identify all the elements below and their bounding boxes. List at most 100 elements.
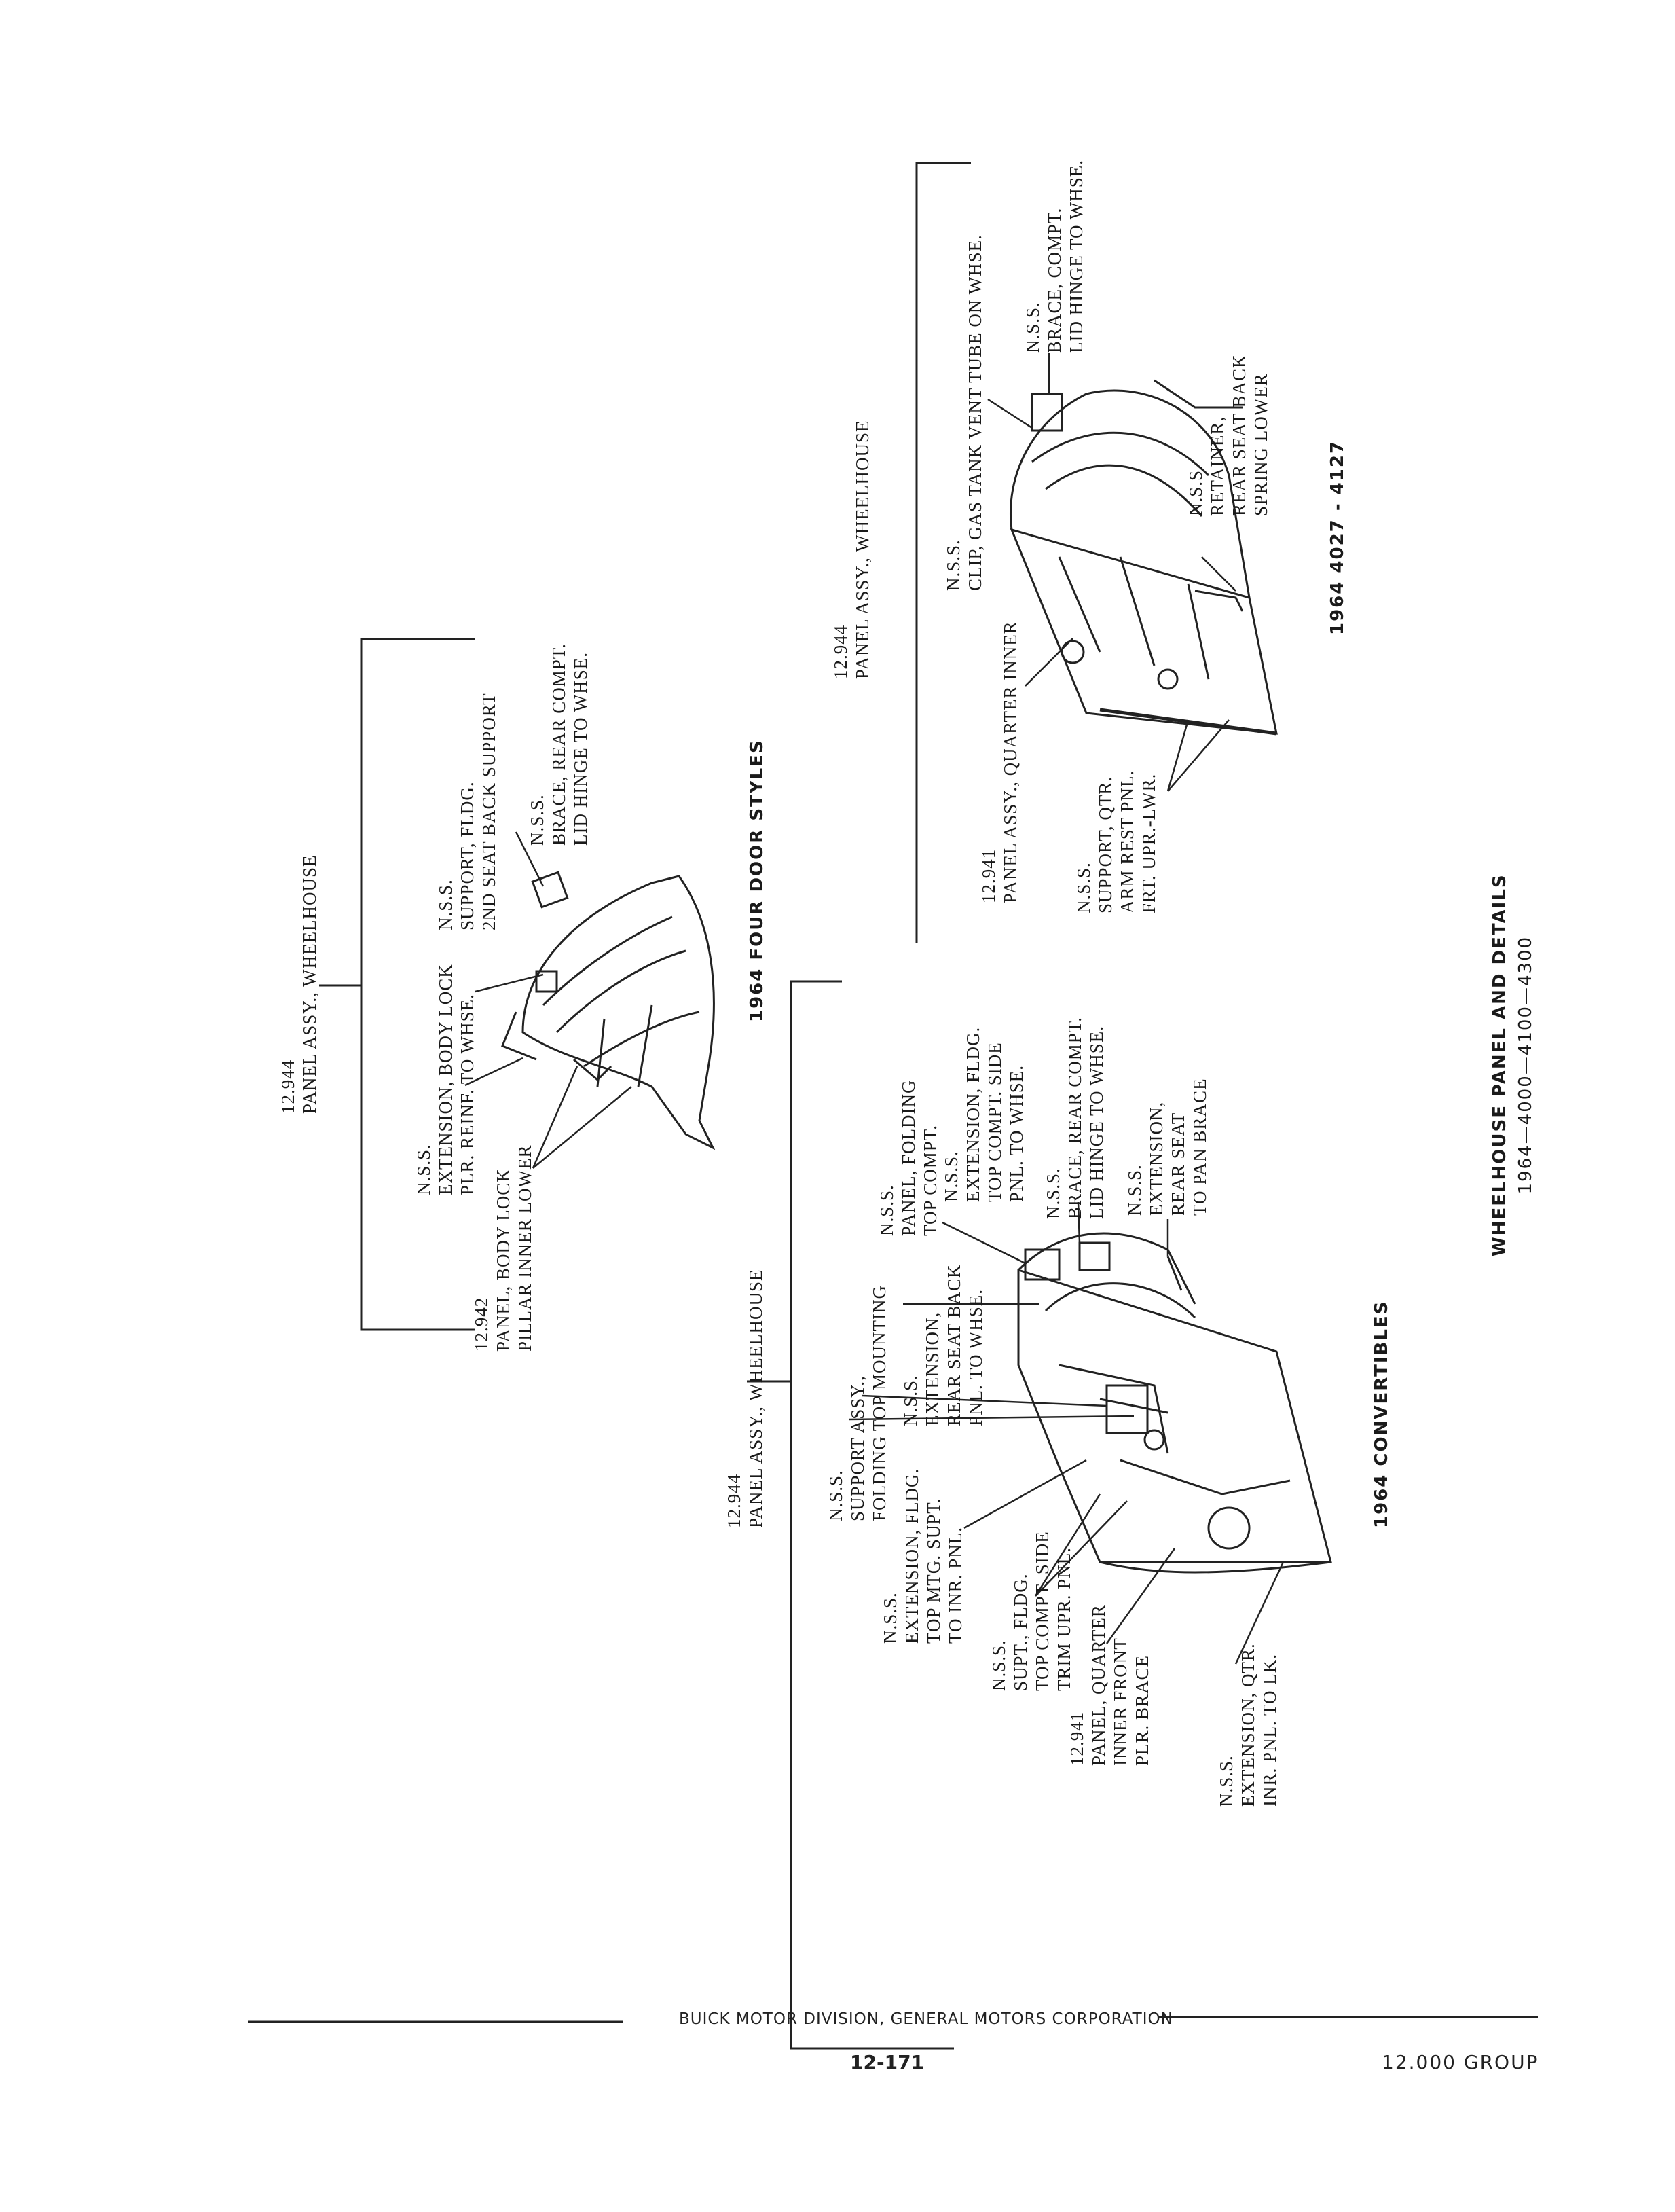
callout-line: N.S.S.	[1185, 465, 1206, 516]
callout-line: PANEL ASSY., WHEELHOUSE	[852, 420, 872, 679]
callout-line: SPRING LOWER	[1251, 373, 1271, 516]
callout-line: N.S.S.	[826, 1470, 846, 1521]
callout-line: N.S.S.	[1073, 862, 1094, 913]
four-door-extension-callout: N.S.S. EXTENSION, BODY LOCK PLR. REINF. …	[413, 964, 478, 1195]
convertible-leaders	[848, 1201, 1285, 1665]
convertible-supt-trim-callout: N.S.S. SUPT., FLDG. TOP COMPT. SIDE TRIM…	[988, 1531, 1075, 1691]
callout-line: PANEL ASSY., WHEELHOUSE	[746, 1269, 766, 1528]
callout-line: 12.944	[724, 1473, 744, 1528]
style-4027-brace-callout: N.S.S. BRACE, COMPT. LID HINGE TO WHSE.	[1022, 160, 1087, 353]
callout-line: 12.944	[278, 1059, 298, 1114]
callout-line: TO INR. PNL.	[945, 1526, 965, 1644]
convertibles-title: 1964 CONVERTIBLES	[1372, 1300, 1392, 1528]
callout-line: PANEL, QUARTER	[1088, 1604, 1109, 1766]
convertible-ext-qtr-callout: N.S.S. EXTENSION, QTR. INR. PNL. TO LK.	[1215, 1643, 1281, 1807]
callout-line: PLR. REINF. TO WHSE.	[457, 994, 477, 1195]
caption-title: WHEELHOUSE PANEL AND DETAILS 1964—4000—4…	[1487, 873, 1539, 1256]
callout-line: SUPPORT, FLDG.	[457, 781, 477, 930]
four-door-wheelhouse-callout: 12.944 PANEL ASSY., WHEELHOUSE	[277, 854, 320, 1114]
footer-division: BUICK MOTOR DIVISION, GENERAL MOTORS COR…	[679, 2010, 1173, 2028]
callout-line: N.S.S.	[943, 539, 963, 591]
callout-line: REAR SEAT BACK	[1229, 354, 1249, 516]
convertible-ext-pan-callout: N.S.S. EXTENSION, REAR SEAT TO PAN BRACE	[1124, 1078, 1211, 1216]
callout-line: SUPT., FLDG.	[1010, 1573, 1031, 1691]
callout-line: BRACE, COMPT.	[1044, 207, 1065, 353]
convertible-panel-fold-callout: N.S.S. PANEL, FOLDING TOP COMPT.	[876, 1079, 941, 1236]
callout-line: N.S.S.	[1124, 1164, 1145, 1216]
style-4027-panel-drawing	[1010, 379, 1278, 736]
callout-line: PILLAR INNER LOWER	[515, 1144, 535, 1352]
callout-line: N.S.S.	[989, 1639, 1009, 1691]
callout-line: PLR. BRACE	[1132, 1654, 1152, 1766]
callout-line: LID HINGE TO WHSE.	[1086, 1026, 1107, 1219]
style-4027-retainer-callout: N.S.S. RETAINER, REAR SEAT BACK SPRING L…	[1185, 354, 1272, 516]
callout-line: N.S.S.	[880, 1592, 900, 1644]
style-4027-bracket	[915, 162, 971, 943]
callout-line: INNER FRONT	[1110, 1637, 1130, 1766]
callout-line: N.S.S.	[435, 879, 456, 930]
style-4027-support-callout: N.S.S. SUPPORT, QTR. ARM REST PNL. FRT. …	[1073, 770, 1160, 913]
callout-line: PNL. TO WHSE.	[965, 1288, 986, 1426]
caption-line-2: 1964—4000—4100—4300	[1515, 935, 1536, 1195]
four-door-support-callout: N.S.S. SUPPORT, FLDG. 2ND SEAT BACK SUPP…	[435, 693, 500, 930]
callout-line: TOP COMPT.	[920, 1124, 940, 1236]
callout-line: 12.941	[1067, 1711, 1087, 1766]
callout-line: N.S.S.	[1043, 1167, 1063, 1219]
callout-line: N.S.S.	[900, 1375, 921, 1426]
callout-line: FRT. UPR.-LWR.	[1139, 773, 1159, 913]
convertible-quarter-callout: 12.941 PANEL, QUARTER INNER FRONT PLR. B…	[1066, 1604, 1153, 1766]
callout-line: EXTENSION,	[922, 1311, 942, 1426]
convertible-brace-callout: N.S.S. BRACE, REAR COMPT. LID HINGE TO W…	[1042, 1017, 1107, 1219]
callout-line: PANEL, BODY LOCK	[493, 1168, 513, 1352]
convertible-ext-rear-callout: N.S.S. EXTENSION, REAR SEAT BACK PNL. TO…	[900, 1264, 987, 1426]
style-4027-title: 1964 4027 - 4127	[1327, 439, 1348, 635]
callout-line: CLIP, GAS TANK VENT TUBE ON WHSE.	[965, 234, 985, 591]
convertible-ext-mtg-callout: N.S.S. EXTENSION, FLDG. TOP MTG. SUPT. T…	[879, 1468, 966, 1644]
callout-line: PANEL, FOLDING	[898, 1079, 919, 1236]
callout-line: N.S.S.	[413, 1144, 434, 1195]
callout-line: EXTENSION, QTR.	[1238, 1643, 1258, 1807]
style-4027-quarter-callout: 12.941 PANEL ASSY., QUARTER INNER	[978, 621, 1021, 903]
convertible-bracket	[790, 980, 954, 2050]
callout-line: N.S.S.	[1023, 302, 1043, 353]
callout-line: 2ND SEAT BACK SUPPORT	[479, 693, 499, 930]
style-4027-clip-callout: N.S.S. CLIP, GAS TANK VENT TUBE ON WHSE.	[942, 234, 986, 591]
callout-line: BRACE, REAR COMPT.	[549, 642, 569, 846]
callout-line: ARM REST PNL.	[1117, 769, 1137, 913]
four-door-title: 1964 FOUR DOOR STYLES	[747, 739, 767, 1022]
callout-line: LID HINGE TO WHSE.	[1066, 160, 1086, 353]
callout-line: EXTENSION, BODY LOCK	[435, 964, 456, 1195]
callout-line: N.S.S.	[877, 1184, 897, 1236]
callout-line: 12.944	[830, 624, 851, 679]
footer-page-number: 12-171	[850, 2051, 925, 2073]
callout-line: PANEL ASSY., QUARTER INNER	[1000, 621, 1020, 903]
style-4027-leaders	[987, 353, 1236, 792]
callout-line: N.S.S.	[527, 794, 547, 846]
callout-line: INR. PNL. TO LK.	[1259, 1653, 1280, 1807]
callout-line: TO PAN BRACE	[1190, 1078, 1210, 1216]
callout-line: PANEL ASSY., WHEELHOUSE	[299, 854, 320, 1114]
callout-line: EXTENSION, FLDG.	[963, 1026, 983, 1202]
caption-line-1: WHEELHOUSE PANEL AND DETAILS	[1490, 873, 1510, 1256]
callout-line: PNL. TO WHSE.	[1006, 1064, 1027, 1202]
callout-line: EXTENSION,	[1146, 1101, 1166, 1216]
callout-line: TOP COMPT. SIDE	[1032, 1531, 1052, 1691]
callout-line: BRACE, REAR COMPT.	[1065, 1016, 1085, 1219]
callout-line: TOP COMPT. SIDE	[984, 1042, 1005, 1202]
callout-line: N.S.S.	[1216, 1755, 1236, 1807]
callout-line: SUPPORT, QTR.	[1095, 776, 1116, 913]
four-door-brace-callout: N.S.S. BRACE, REAR COMPT. LID HINGE TO W…	[526, 643, 591, 846]
convertible-wheelhouse-callout: 12.944 PANEL ASSY., WHEELHOUSE	[723, 1269, 767, 1528]
callout-line: 12.941	[978, 848, 999, 903]
convertible-ext-side-callout: N.S.S. EXTENSION, FLDG. TOP COMPT. SIDE …	[940, 1027, 1027, 1202]
callout-line: TOP MTG. SUPT.	[923, 1498, 944, 1644]
callout-line: SUPPORT ASSY.,	[847, 1375, 868, 1521]
callout-line: EXTENSION, FLDG.	[902, 1468, 922, 1644]
callout-line: RETAINER,	[1207, 416, 1228, 516]
callout-line: REAR SEAT	[1168, 1112, 1188, 1216]
footer-group: 12.000 GROUP	[1382, 2051, 1539, 2073]
callout-line: REAR SEAT BACK	[944, 1264, 964, 1426]
style-4027-wheelhouse-callout: 12.944 PANEL ASSY., WHEELHOUSE	[830, 420, 873, 679]
four-door-panel-drawing	[501, 871, 716, 1150]
